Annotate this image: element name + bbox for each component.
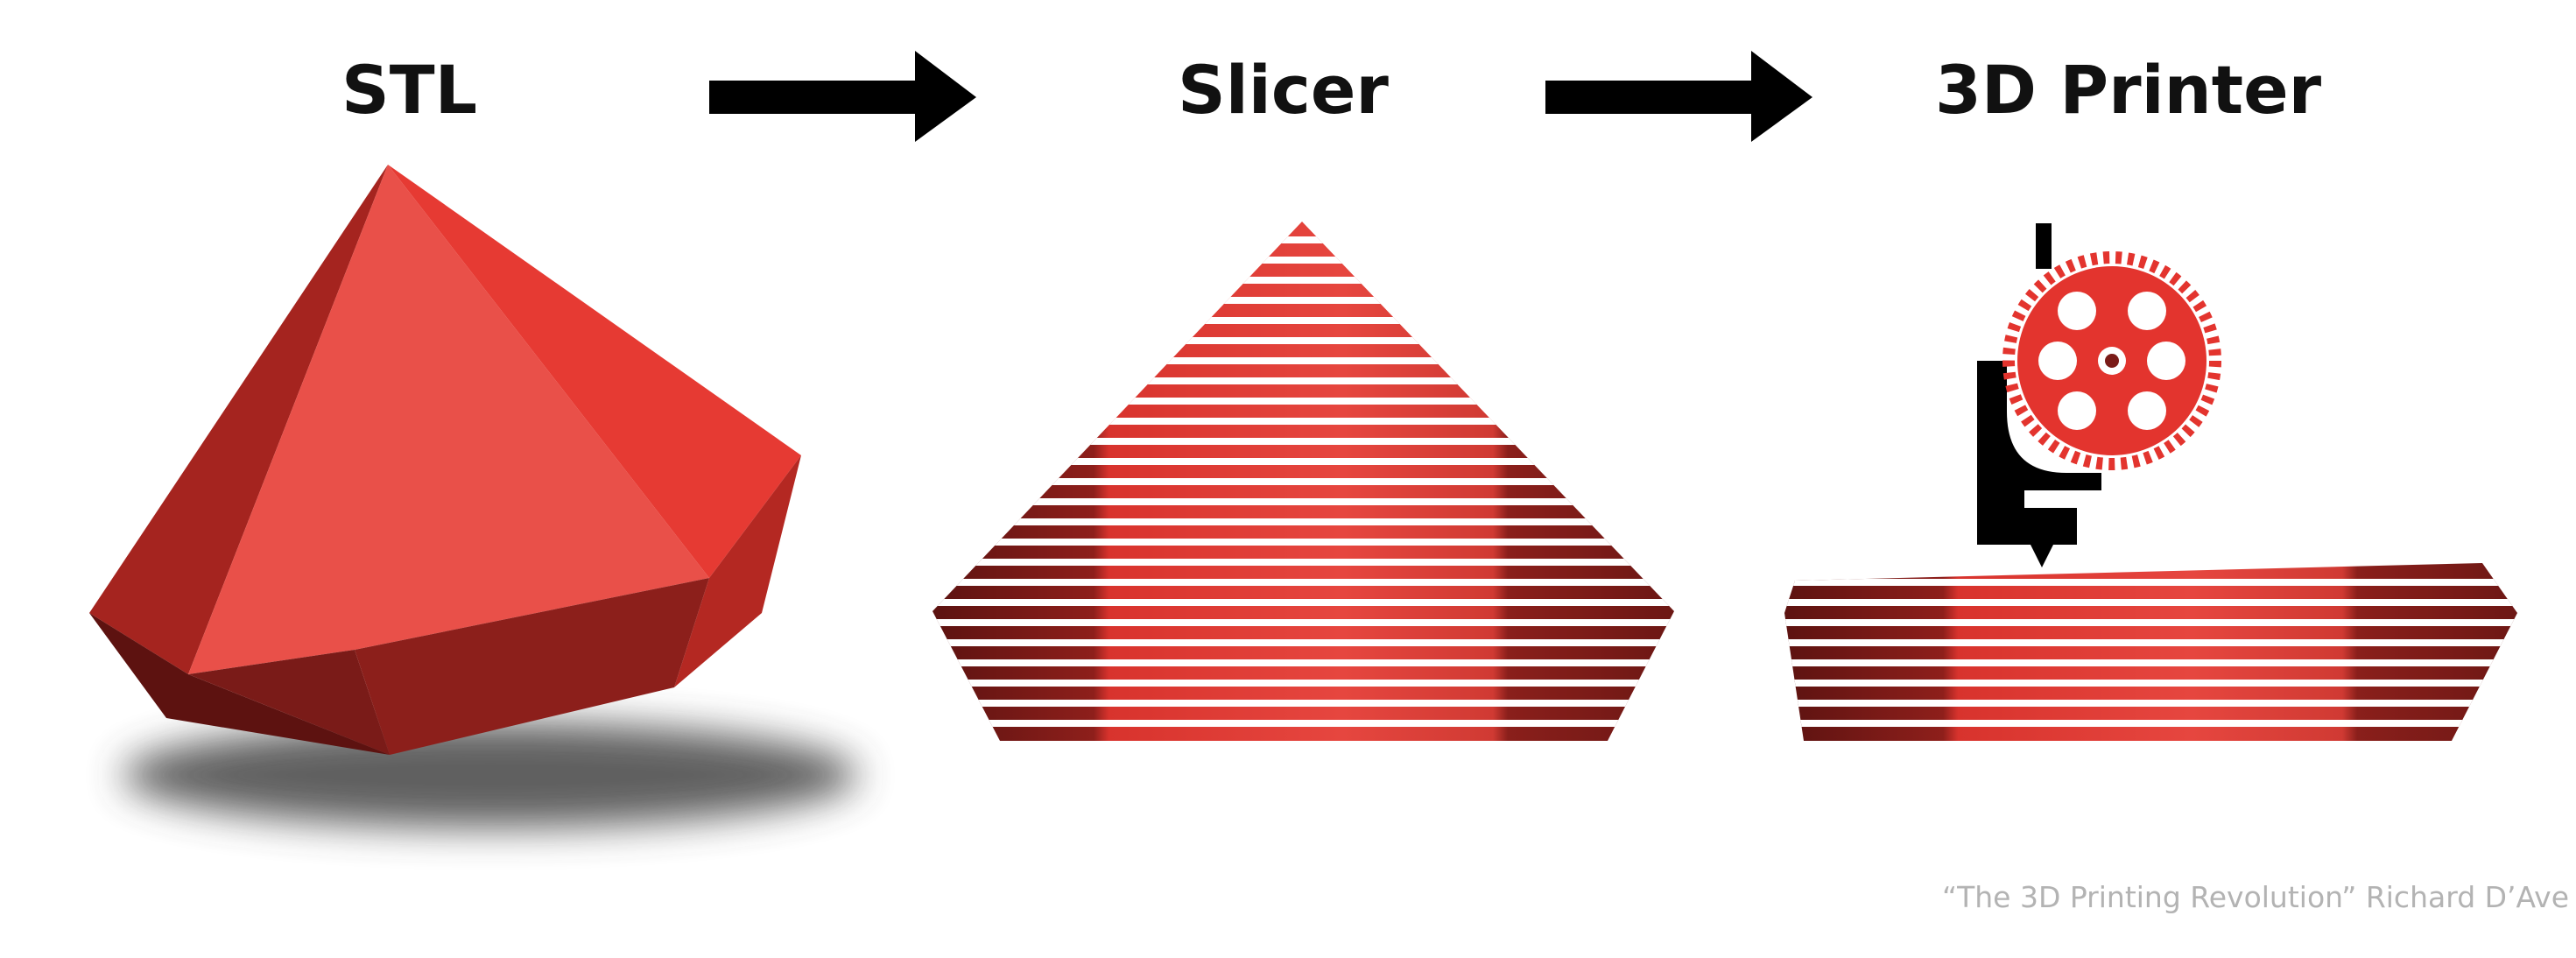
credit-caption: “The 3D Printing Revolution” Richard D’A… — [1942, 880, 2570, 914]
gem-facet-bottom-mid — [188, 650, 390, 755]
printed-layers — [1784, 563, 2517, 741]
stage-title-stl: STL — [341, 51, 478, 129]
gem-facet-right — [388, 165, 801, 578]
print-layer-gaps — [1784, 579, 2517, 727]
extruder-nozzle-icon — [1977, 223, 2101, 567]
gem-shadow — [123, 722, 858, 828]
gem-facet-bottom-right — [355, 578, 709, 755]
stl-gem — [89, 165, 801, 755]
gem-facet-far-right — [674, 455, 801, 687]
gem-facet-bottom-left — [89, 613, 390, 755]
gem-facet-front — [188, 165, 709, 674]
right-arrow-icon — [1545, 51, 1812, 142]
slice-gaps — [933, 236, 1674, 727]
stage-title-slicer: Slicer — [1178, 51, 1389, 129]
right-arrow-icon — [709, 51, 976, 142]
gear-icon — [2002, 251, 2221, 470]
gem-facet-left — [89, 165, 388, 674]
stage-title-3d-printer: 3D Printer — [1935, 51, 2322, 129]
sliced-model — [933, 222, 1674, 741]
